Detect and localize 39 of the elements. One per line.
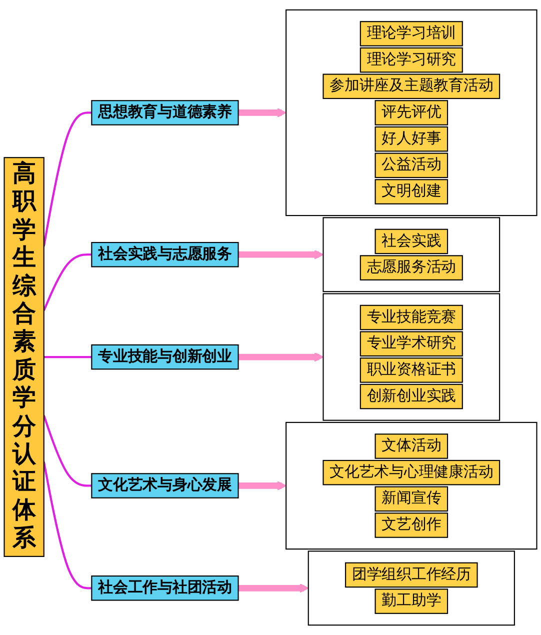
- cluster: [286, 9, 538, 216]
- node-box: 文艺创作: [374, 512, 448, 538]
- cluster: [308, 550, 515, 626]
- cluster: [322, 293, 500, 421]
- node-box: 文化艺术与心理健康活动: [322, 460, 500, 486]
- node-box: 社会实践: [374, 228, 448, 254]
- node-box: 社会实践与志愿服务: [91, 242, 239, 268]
- node-box: 专业技能竞赛: [360, 304, 463, 330]
- connector: [42, 415, 92, 487]
- node-box: 文化艺术与身心发展: [91, 473, 239, 498]
- node-box: 团学组织工作经历: [345, 562, 478, 588]
- node-box: 勤工助学: [374, 588, 448, 614]
- cluster: [322, 217, 500, 292]
- node-box: 评先评优: [374, 100, 448, 126]
- node-box: 公益活动: [374, 152, 448, 178]
- node-box: 理论学习研究: [360, 47, 463, 73]
- node-box: 社会工作与社团活动: [91, 576, 239, 601]
- arrow: [238, 352, 324, 362]
- node-box: 文体活动: [374, 434, 448, 459]
- arrow: [238, 481, 286, 490]
- cluster: [286, 422, 538, 550]
- node-box: 职业资格证书: [360, 358, 463, 383]
- node-box: 高职学生综合素质学分认证体系: [4, 157, 44, 557]
- node-box: 文明创建: [374, 179, 448, 204]
- connector: [42, 112, 92, 246]
- node-box: 创新创业实践: [360, 384, 463, 410]
- arrow: [238, 108, 286, 118]
- connector: [42, 462, 92, 590]
- node-box: 专业技能与创新创业: [91, 344, 239, 370]
- node-box: 专业学术研究: [360, 331, 463, 356]
- arrow: [238, 583, 309, 593]
- node-box: 新闻宣传: [374, 486, 448, 512]
- connector: [44, 356, 92, 358]
- node-box: 参加讲座及主题教育活动: [322, 74, 500, 100]
- connector: [42, 254, 92, 312]
- node-box: 志愿服务活动: [360, 255, 463, 280]
- node-box: 好人好事: [374, 126, 448, 152]
- node-box: 理论学习培训: [360, 21, 463, 46]
- arrow: [238, 250, 324, 260]
